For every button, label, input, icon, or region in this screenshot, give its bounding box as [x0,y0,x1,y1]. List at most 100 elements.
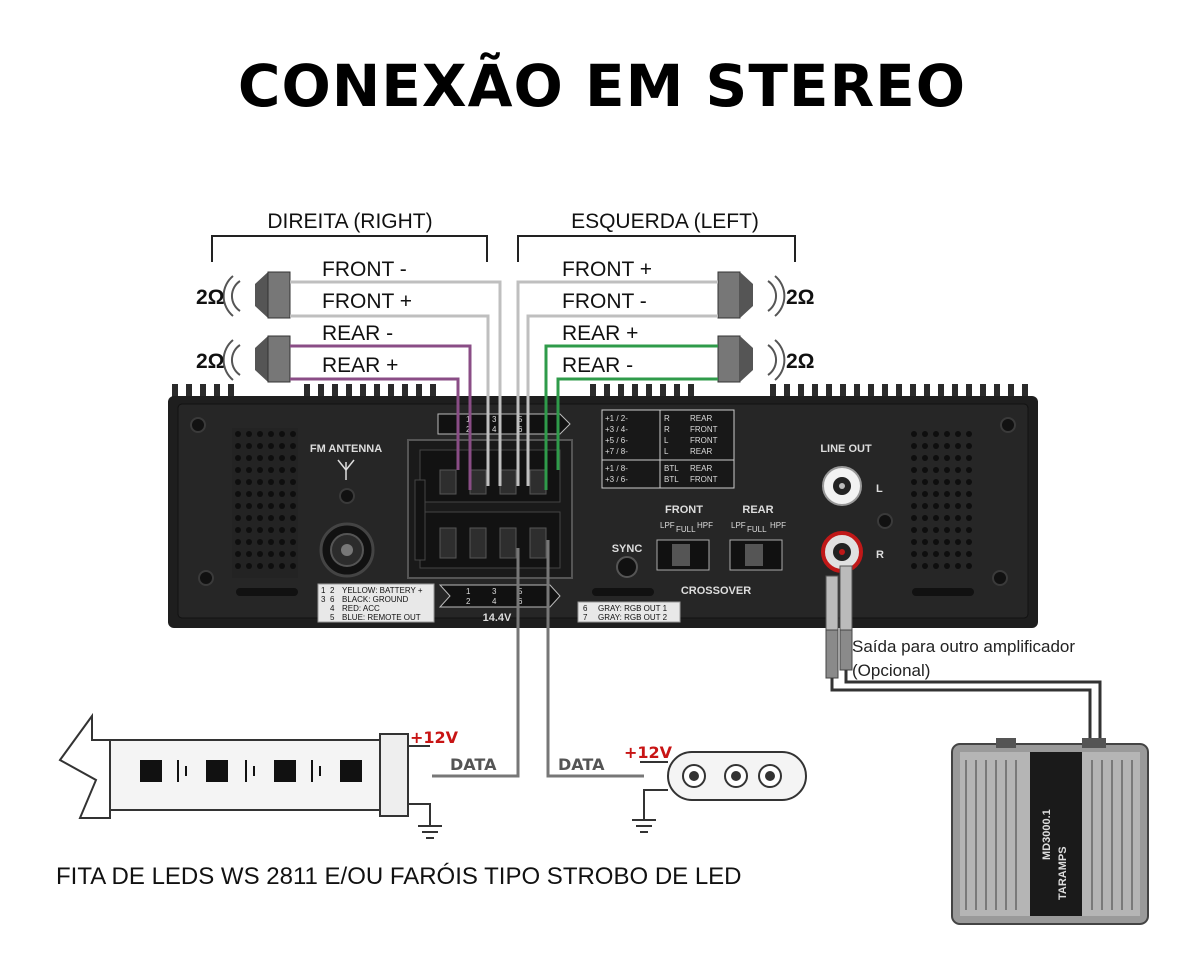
svg-text:+7 / 8-: +7 / 8- [605,447,628,456]
svg-text:+3 / 6-: +3 / 6- [605,475,628,484]
svg-text:3: 3 [492,415,497,424]
vent-grille-right [911,431,972,569]
fm-antenna-label: FM ANTENNA [310,443,382,455]
svg-text:7: 7 [583,613,588,622]
speaker-icon-right-front [222,271,291,319]
wire-label-right-front-pos: FRONT + [322,290,412,313]
ground-icon-strobe [632,819,656,833]
data-wires [432,540,644,778]
svg-text:1: 1 [466,587,471,596]
rca-cable [825,565,1102,742]
rca-jack-left[interactable] [822,466,862,506]
pin-label-plate-bottom: 1 3 5 2 4 6 [438,584,561,608]
sync-label: SYNC [612,543,643,555]
svg-text:L: L [664,447,669,456]
wire-label-left-rear-pos: REAR + [562,322,638,345]
power-wire-legend: 1 2 YELLOW: BATTERY + 3 6 BLACK: GROUND … [317,583,435,623]
speaker-mapping-table: +1 / 2- R REAR +3 / 4- R FRONT +5 / 6- L FRONT… [601,409,735,489]
right-group-bracket [211,235,488,262]
wire-label-right-rear-neg: REAR - [322,322,393,345]
svg-text:5: 5 [330,613,335,622]
wire-label-left-front-pos: FRONT + [562,258,652,281]
svg-text:BLUE: REMOTE OUT: BLUE: REMOTE OUT [342,613,421,622]
svg-text:REAR: REAR [690,414,712,423]
svg-text:4: 4 [330,604,335,613]
svg-text:L: L [664,436,669,445]
rear-crossover-label: REAR [742,504,773,516]
antenna-icon [337,459,355,480]
svg-text:GRAY: RGB OUT 2: GRAY: RGB OUT 2 [598,613,668,622]
antenna-jack[interactable] [319,522,375,578]
ohm-label-left-rear: 2Ω [786,350,815,373]
svg-text:1: 1 [321,586,326,595]
data-label-strobe: DATA [558,755,605,774]
svg-text:6: 6 [518,425,523,434]
svg-text:REAR: REAR [690,464,712,473]
svg-text:FRONT: FRONT [690,475,718,484]
svg-text:+1 / 2-: +1 / 2- [605,414,628,423]
rgb-wire-legend: 6 GRAY: RGB OUT 1 7 GRAY: RGB OUT 2 [577,601,681,623]
speaker-icon-right-rear [222,335,291,383]
svg-text:5: 5 [518,587,523,596]
line-out-r-label: R [876,549,884,561]
vent-grille-left [235,431,296,569]
page-title: CONEXÃO EM STEREO [238,51,966,120]
front-crossover-label: FRONT [665,504,703,516]
ohm-label-right-rear: 2Ω [196,350,225,373]
voltage-label: 14.4V [483,612,512,624]
svg-text:6: 6 [330,595,335,604]
svg-text:4: 4 [492,425,497,434]
svg-text:3: 3 [321,595,326,604]
bottom-caption: FITA DE LEDS WS 2811 E/OU FARÓIS TIPO ST… [56,863,742,890]
front-crossover-switch[interactable] [656,539,710,571]
ground-icon-strip [418,825,442,839]
svg-text:HPF: HPF [770,521,786,530]
rear-crossover-switch[interactable] [729,539,783,571]
speaker-wires [290,280,718,490]
svg-text:LPF: LPF [731,521,746,530]
svg-text:R: R [664,425,670,434]
left-group-bracket [517,235,796,262]
svg-text:BLACK: GROUND: BLACK: GROUND [342,595,408,604]
left-group-label: ESQUERDA (LEFT) [571,210,759,233]
rca-jack-right[interactable] [821,531,863,573]
svg-text:FULL: FULL [747,525,767,534]
svg-text:GRAY: RGB OUT 1: GRAY: RGB OUT 1 [598,604,668,613]
svg-text:3: 3 [492,587,497,596]
led-strip [58,712,442,839]
svg-text:+3 / 4-: +3 / 4- [605,425,628,434]
svg-text:YELLOW: BATTERY +: YELLOW: BATTERY + [342,586,423,595]
svg-text:R: R [664,414,670,423]
svg-text:FRONT: FRONT [690,425,718,434]
voltage-strip: +12V [410,728,459,747]
svg-text:2: 2 [466,597,471,606]
svg-text:FRONT: FRONT [690,436,718,445]
line-out-l-label: L [876,483,883,495]
svg-text:4: 4 [492,597,497,606]
head-unit: FM ANTENNA [168,384,1038,628]
line-out-label: LINE OUT [820,443,872,455]
amp-model-label: MD3000.1 [1041,809,1053,860]
svg-text:REAR: REAR [690,447,712,456]
ohm-label-left-front: 2Ω [786,286,815,309]
svg-text:+1 / 8-: +1 / 8- [605,464,628,473]
amp-brand-label: TARAMPS [1057,846,1069,900]
wire-label-left-rear-neg: REAR - [562,354,633,377]
svg-text:LPF: LPF [660,521,675,530]
ohm-label-right-front: 2Ω [196,286,225,309]
wire-label-left-front-neg: FRONT - [562,290,647,313]
svg-text:BTL: BTL [664,464,679,473]
wire-label-right-front-neg: FRONT - [322,258,407,281]
right-group-label: DIREITA (RIGHT) [267,210,432,233]
svg-text:6: 6 [583,604,588,613]
svg-text:2: 2 [330,586,335,595]
svg-text:BTL: BTL [664,475,679,484]
output-note-line1: Saída para outro amplificador [852,637,1075,656]
svg-text:+5 / 6-: +5 / 6- [605,436,628,445]
voltage-strobe: +12V [624,743,673,762]
svg-text:FULL: FULL [676,525,696,534]
amplifier [951,738,1149,925]
sync-button[interactable] [616,556,638,578]
speaker-icon-left-front [717,271,786,319]
